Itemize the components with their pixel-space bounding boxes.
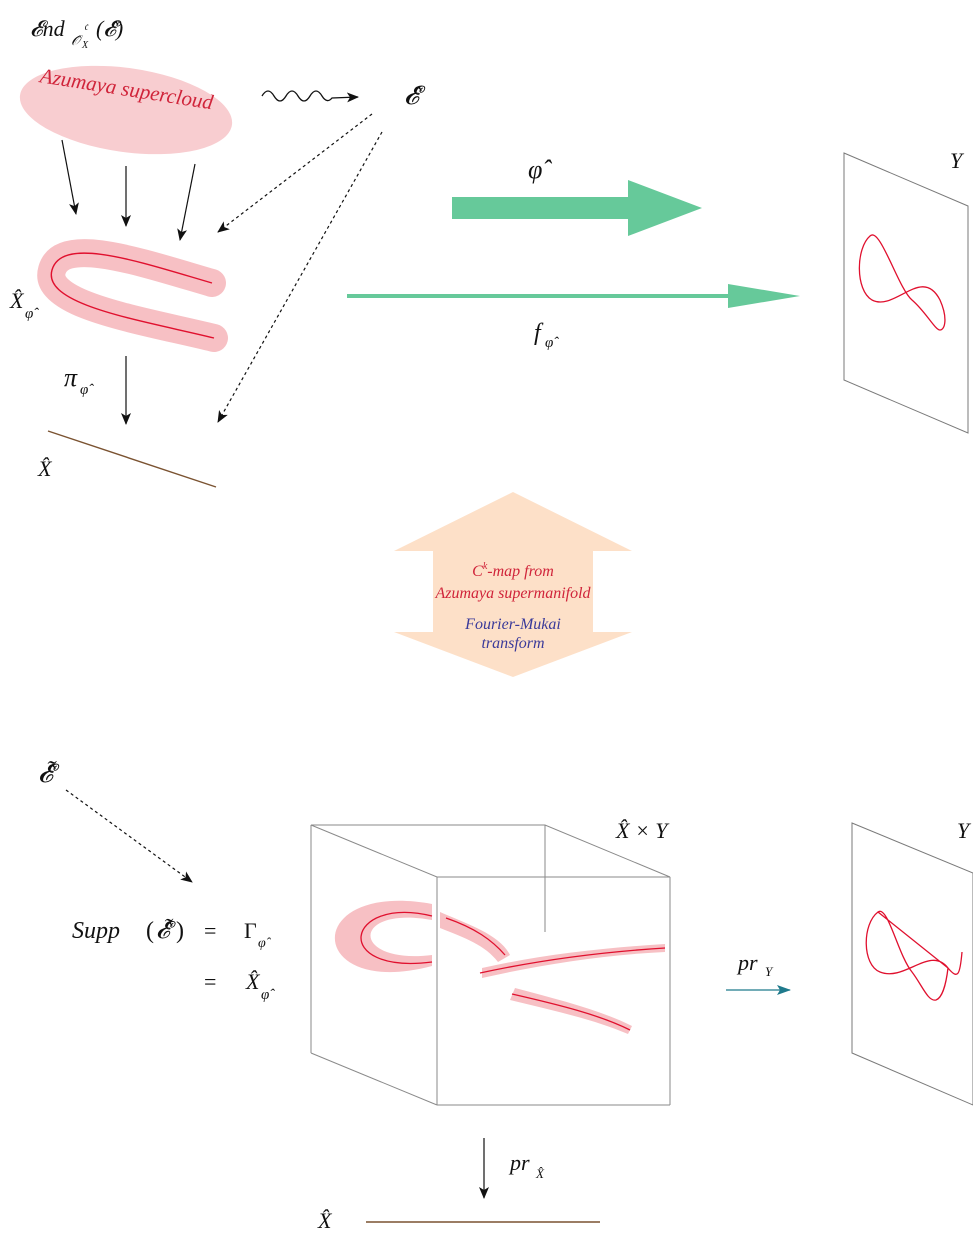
y-label-top: Y xyxy=(950,148,965,173)
product-label: X̂ × Y xyxy=(615,818,670,843)
svg-text:Γ: Γ xyxy=(244,918,257,943)
svg-text:(: ( xyxy=(146,918,154,944)
e-double-hat-label: 𝓔̂̃ xyxy=(38,759,60,788)
pr-y-label: pr Y xyxy=(736,950,774,979)
svg-text:X̂: X̂ xyxy=(245,969,261,994)
svg-text:𝔠: 𝔠 xyxy=(84,19,89,33)
e-hat-label: 𝓔̂ xyxy=(404,81,426,110)
svg-text:𝓔nd: 𝓔nd xyxy=(30,16,66,41)
phi-hat-arrow xyxy=(452,180,702,236)
hairpin-curve xyxy=(50,252,215,339)
svg-text:𝓔̂̃: 𝓔̂̃ xyxy=(156,918,176,944)
correspondence-line-1: Ck-map from xyxy=(472,561,554,580)
x-phi-hairpin xyxy=(37,239,228,352)
end-sheaf-label: 𝓔nd 𝒪̂ X 𝔠 (𝓔̂) xyxy=(30,16,123,51)
graph-curve xyxy=(360,911,433,965)
x-hat-label-bottom: X̂ xyxy=(317,1208,333,1233)
svg-text:X̂: X̂ xyxy=(535,1166,545,1181)
product-box xyxy=(310,824,671,1106)
phi-hat-label: φ̂ xyxy=(528,155,552,184)
x-phi-equation: = X̂ φ̂ xyxy=(204,969,275,1003)
cloud-arrow-right xyxy=(177,163,196,241)
correspondence-arrow: Ck-map from Azumaya supermanifold Fourie… xyxy=(394,492,632,677)
x-hat-base-line xyxy=(47,430,217,488)
svg-text:=: = xyxy=(204,918,216,943)
svg-text:pr: pr xyxy=(508,1150,530,1175)
svg-text:X̂: X̂ xyxy=(9,288,25,313)
azumaya-supercloud: Azumaya supercloud xyxy=(19,63,233,155)
x-phi-label: X̂ φ̂ xyxy=(9,288,39,322)
supp-equation: Supp ( 𝓔̂̃ ) = Γ φ̂ xyxy=(72,918,272,951)
dotted-arrow-to-x-hat xyxy=(217,131,383,423)
pr-x-label: pr X̂ xyxy=(508,1150,545,1181)
f-phi-arrow xyxy=(347,284,800,308)
squiggle-arrow xyxy=(261,90,359,103)
correspondence-line-2: Azumaya supermanifold xyxy=(434,585,591,602)
y-label-bottom: Y xyxy=(957,818,972,843)
dotted-arrow-to-x-phi xyxy=(217,113,373,233)
cloud-shape xyxy=(19,65,233,155)
correspondence-line-4: transform xyxy=(481,635,544,652)
svg-text:φ̂: φ̂ xyxy=(80,382,94,398)
y-figure-eight-bottom xyxy=(865,910,963,1001)
pi-phi-label: π φ̂ xyxy=(64,363,94,398)
svg-text:φ̂: φ̂ xyxy=(258,936,272,951)
svg-text:φ̂: φ̂ xyxy=(25,306,39,322)
svg-text:X: X xyxy=(81,40,89,51)
svg-text:pr: pr xyxy=(736,950,758,975)
x-hat-label-top: X̂ xyxy=(37,456,53,481)
svg-text:): ) xyxy=(176,918,184,944)
svg-text:Supp: Supp xyxy=(72,918,120,944)
y-panel-bottom xyxy=(851,822,973,1106)
svg-text:π: π xyxy=(64,363,78,392)
y-figure-eight-top xyxy=(858,234,946,331)
svg-text:φ̂: φ̂ xyxy=(545,335,559,351)
graph-band xyxy=(334,900,666,1034)
cloud-arrow-left xyxy=(61,139,79,215)
svg-text:Y: Y xyxy=(765,964,774,979)
svg-text:φ̂: φ̂ xyxy=(261,987,275,1003)
svg-text:=: = xyxy=(204,969,216,994)
svg-text:f: f xyxy=(534,320,544,346)
y-panel-top xyxy=(843,152,969,434)
dotted-arrow-to-supp xyxy=(65,789,193,883)
svg-text:(𝓔̂): (𝓔̂) xyxy=(96,16,123,41)
correspondence-line-3: Fourier-Mukai xyxy=(464,616,561,633)
f-phi-label: f φ̂ xyxy=(534,320,559,351)
